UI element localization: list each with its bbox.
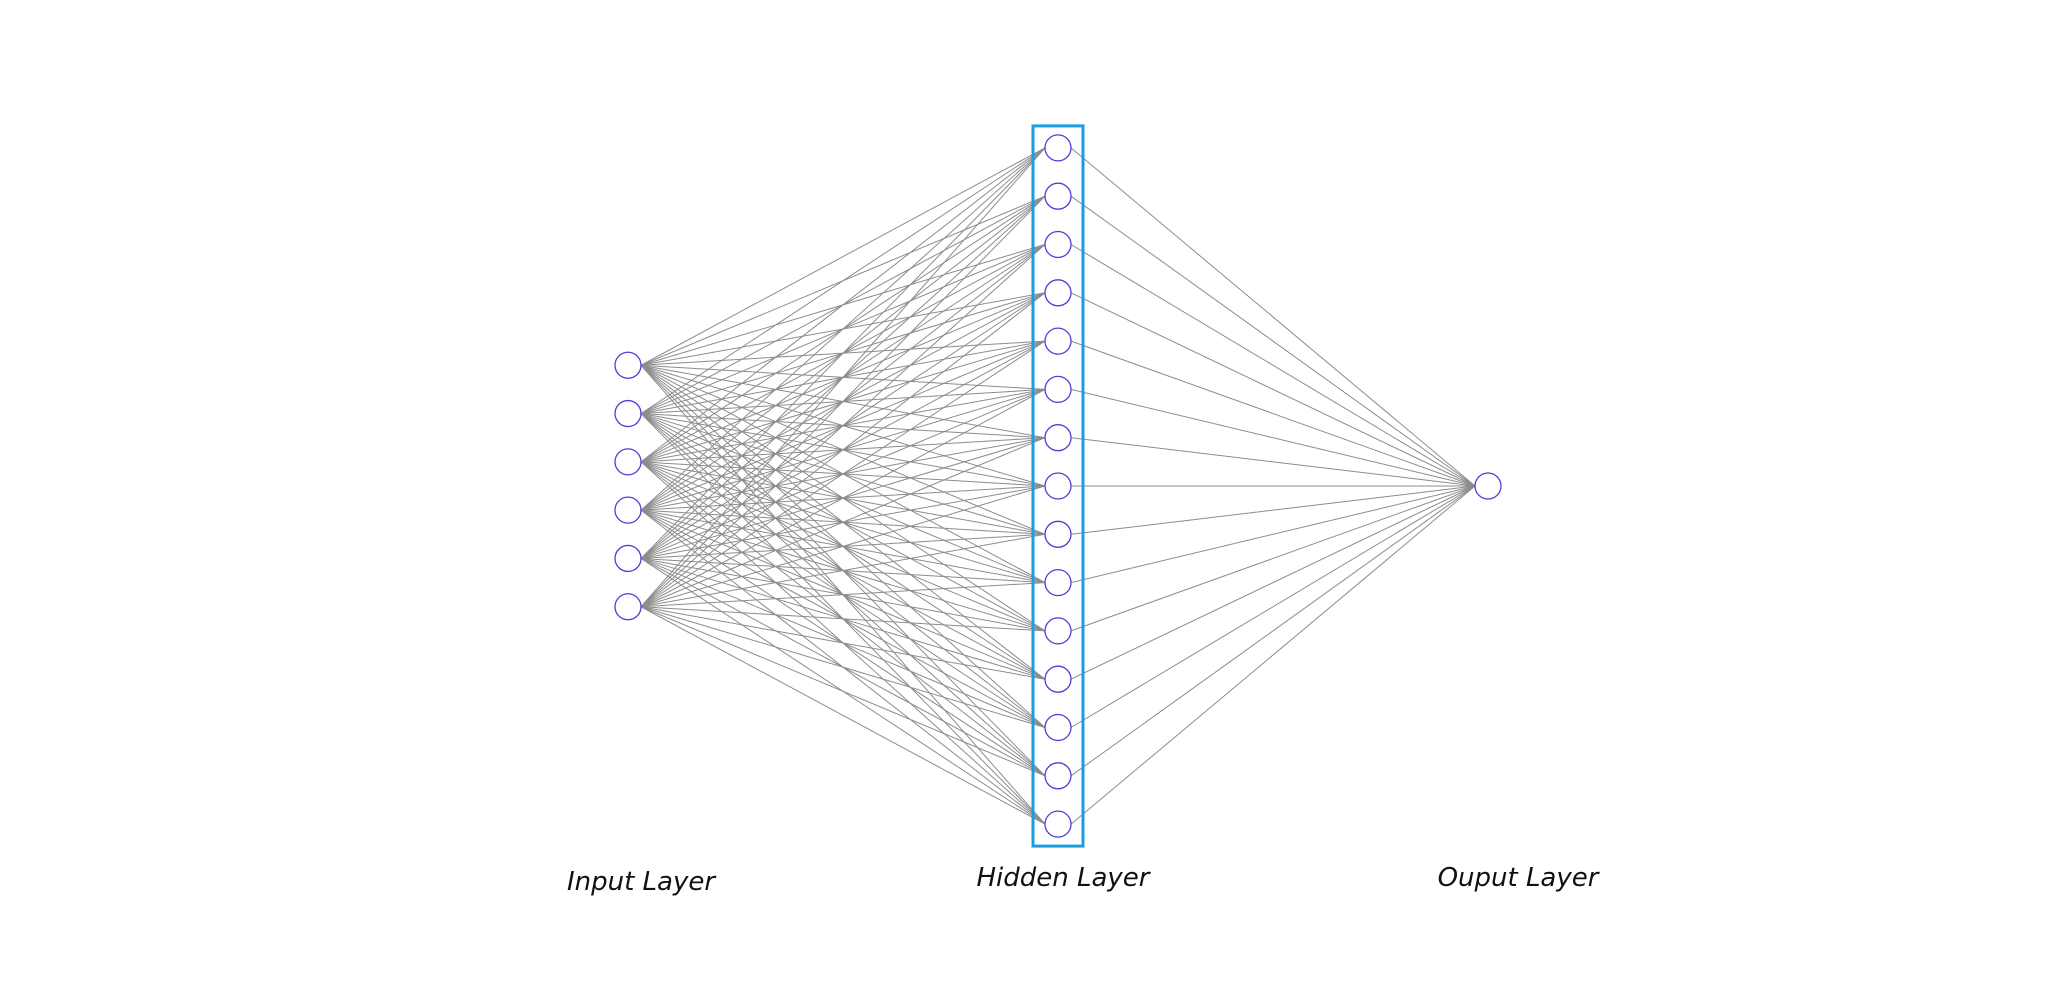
hidden-neuron-14 xyxy=(1044,810,1072,838)
connection-hidden-0-output-0 xyxy=(1070,147,1476,487)
connection-hidden-5-output-0 xyxy=(1070,388,1476,487)
connection-input-5-hidden-14 xyxy=(640,606,1046,825)
hidden-neuron-6 xyxy=(1044,424,1072,452)
connection-input-5-hidden-11 xyxy=(640,606,1046,680)
connection-input-0-hidden-0 xyxy=(640,147,1046,366)
connection-input-5-hidden-13 xyxy=(640,606,1046,777)
connection-hidden-3-output-0 xyxy=(1070,292,1476,487)
connection-hidden-4-output-0 xyxy=(1070,340,1476,487)
connection-hidden-13-output-0 xyxy=(1070,485,1476,777)
connection-input-5-hidden-12 xyxy=(640,606,1046,728)
neurons xyxy=(614,134,1502,838)
connection-input-5-hidden-6 xyxy=(640,437,1046,608)
connection-input-5-hidden-9 xyxy=(640,582,1046,608)
connection-hidden-9-output-0 xyxy=(1070,485,1476,584)
input-neuron-5 xyxy=(614,593,642,621)
input-neuron-2 xyxy=(614,448,642,476)
connection-hidden-6-output-0 xyxy=(1070,437,1476,487)
connection-input-5-hidden-1 xyxy=(640,195,1046,608)
connection-input-5-hidden-2 xyxy=(640,244,1046,608)
connection-hidden-12-output-0 xyxy=(1070,485,1476,728)
input-neuron-0 xyxy=(614,351,642,379)
connection-input-2-hidden-0 xyxy=(640,147,1046,463)
hidden-neuron-10 xyxy=(1044,617,1072,645)
connection-hidden-8-output-0 xyxy=(1070,485,1476,535)
connection-hidden-1-output-0 xyxy=(1070,195,1476,487)
connection-input-5-hidden-3 xyxy=(640,292,1046,608)
input-neuron-1 xyxy=(614,399,642,428)
input-neuron-3 xyxy=(614,496,642,524)
hidden-neuron-1 xyxy=(1044,182,1072,210)
connection-input-5-hidden-4 xyxy=(640,340,1046,608)
hidden-layer-label: Hidden Layer xyxy=(976,863,1151,893)
input-layer-label: Input Layer xyxy=(567,867,717,897)
input-neuron-4 xyxy=(614,544,642,573)
connection-input-3-hidden-0 xyxy=(640,147,1046,511)
hidden-neuron-11 xyxy=(1044,665,1072,693)
connection-input-4-hidden-0 xyxy=(640,147,1046,559)
connection-input-5-hidden-10 xyxy=(640,606,1046,632)
output-layer-label: Ouput Layer xyxy=(1438,863,1601,893)
connection-input-5-hidden-7 xyxy=(640,485,1046,608)
hidden-neuron-3 xyxy=(1044,279,1072,307)
hidden-layer-highlight-box xyxy=(1031,124,1085,848)
hidden-neuron-4 xyxy=(1044,327,1072,355)
connection-hidden-10-output-0 xyxy=(1070,485,1476,632)
hidden-neuron-2 xyxy=(1044,230,1072,259)
hidden-neuron-0 xyxy=(1044,134,1072,162)
hidden-neuron-5 xyxy=(1044,375,1072,404)
hidden-neuron-7 xyxy=(1044,472,1072,500)
connection-input-5-hidden-0 xyxy=(640,147,1046,608)
connection-hidden-2-output-0 xyxy=(1070,244,1476,487)
hidden-neuron-12 xyxy=(1044,713,1072,742)
connection-hidden-14-output-0 xyxy=(1070,485,1476,825)
hidden-neuron-9 xyxy=(1044,568,1072,597)
hidden-neuron-13 xyxy=(1044,762,1072,790)
connection-input-5-hidden-5 xyxy=(640,388,1046,608)
connection-input-5-hidden-8 xyxy=(640,533,1046,608)
hidden-neuron-8 xyxy=(1044,520,1072,548)
output-neuron-0 xyxy=(1474,472,1502,500)
connections xyxy=(640,147,1476,825)
connection-hidden-11-output-0 xyxy=(1070,485,1476,680)
connection-input-1-hidden-0 xyxy=(640,147,1046,414)
